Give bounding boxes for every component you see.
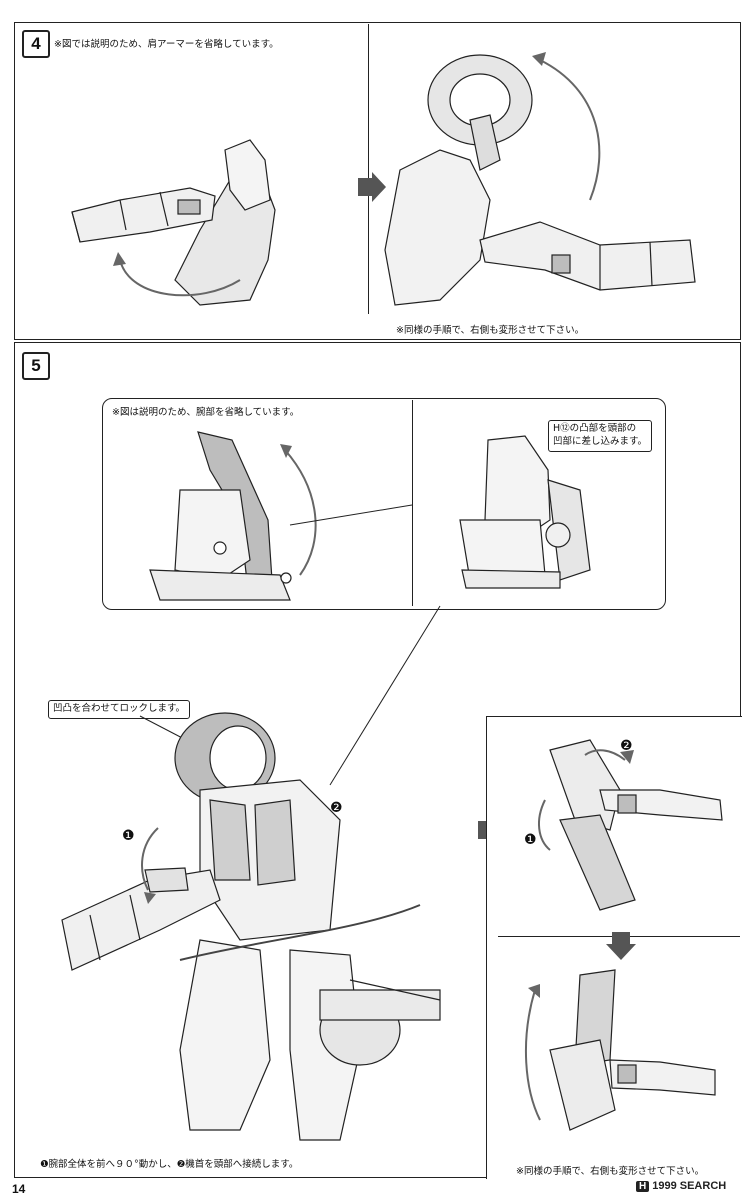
step-4-note: ※図では説明のため、肩アーマーを省略しています。 [54,39,279,50]
step-4-next-arrow [358,172,386,202]
marker-1-main: ❶ [122,828,135,844]
step-5-inset-note: ※図は説明のため、腕部を省略しています。 [112,407,300,418]
watermark-badge: H [636,1181,650,1192]
step-5-down-arrow [606,932,636,960]
step-5-right-bottom-note: ※同様の手順で、右側も変形させて下さい。 [516,1166,705,1177]
marker-2-right: ❷ [620,738,633,754]
watermark-text: 1999 SEARCH [652,1180,727,1192]
step-4-number: 4 [22,30,50,58]
step-5-inset-callout: H⑫の凸部を頭部の 凹部に差し込みます。 [548,420,653,452]
step-5-number: 5 [22,352,50,380]
step-4-bottom-note: ※同様の手順で、右側も変形させて下さい。 [396,325,585,336]
step-5-caption: ❶腕部全体を前へ９０°動かし、❷機首を頭部へ接続します。 [40,1159,299,1170]
callout-line-1: H⑫の凸部を頭部の [553,423,637,434]
step-4-divider [368,24,369,314]
step-5-inset-divider [412,400,413,606]
marker-2-main: ❷ [330,800,343,816]
marker-1-right: ❶ [524,832,537,848]
callout-line-2: 凹部に差し込みます。 [553,435,648,447]
page-number: 14 [12,1182,26,1196]
lock-callout: 凹凸を合わせてロックします。 [48,700,191,719]
